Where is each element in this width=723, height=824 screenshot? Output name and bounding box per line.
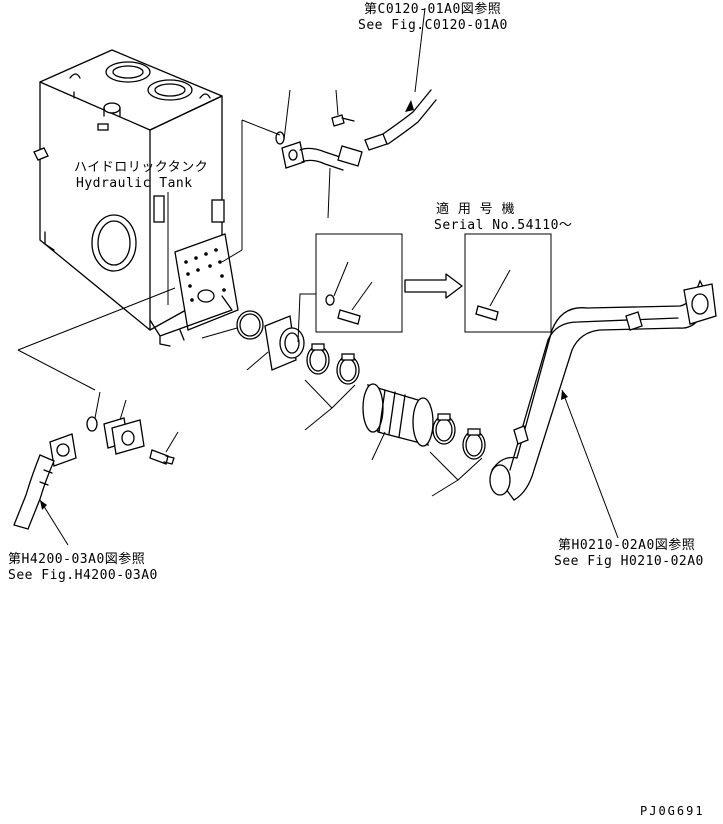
serial-variant-boxes: [297, 233, 552, 343]
tank-label-en: Hydraulic Tank: [76, 176, 193, 191]
top-reference-jp: 第C0120-01A0図参照: [364, 2, 502, 17]
lower-fittings: [13, 287, 179, 546]
left-reference-jp: 第H4200-03A0図参照: [8, 552, 146, 567]
right-reference-jp: 第H0210-02A0図参照: [558, 538, 696, 553]
top-reference-en: See Fig.C0120-01A0: [358, 18, 508, 33]
flange-adapter: [246, 315, 305, 371]
o-ring: [236, 310, 264, 340]
tank-label-jp: ハイドロリックタンク: [74, 160, 209, 175]
right-reference-en: See Fig H0210-02A0: [554, 554, 704, 569]
drawing-code: PJ0G691: [640, 804, 705, 818]
left-reference-en: See Fig.H4200-03A0: [8, 568, 158, 583]
rubber-hose: [362, 383, 434, 461]
hydraulic-tank: [33, 49, 239, 347]
serial-label-jp: 適 用 号 機: [436, 202, 515, 217]
serial-label-en: Serial No.54110～: [434, 218, 573, 233]
hose-clamps-left: [304, 343, 360, 431]
suction-pipe: [489, 279, 717, 539]
drain-tube: [275, 7, 437, 219]
hose-clamps-right: [429, 413, 486, 497]
